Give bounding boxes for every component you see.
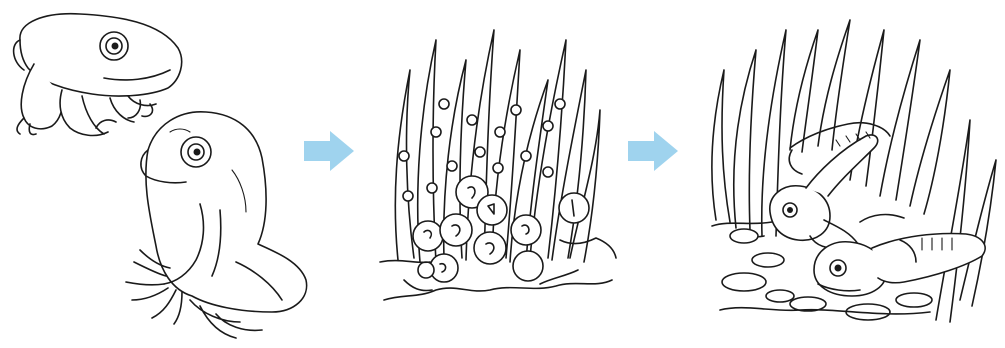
frogspawn-stage [380,30,616,300]
adult-frogs-stage [14,14,307,338]
top-frog-icon [14,14,182,136]
arrow-2-shape [628,131,678,171]
arrow-right-icon [304,131,354,171]
tadpoles-stage [712,20,996,322]
arrow-right-icon [628,131,678,171]
seated-frog-icon [126,112,307,338]
arrow-1-shape [304,131,354,171]
tadpole-icon [814,234,985,296]
tadpole-with-legs-icon [770,123,890,248]
